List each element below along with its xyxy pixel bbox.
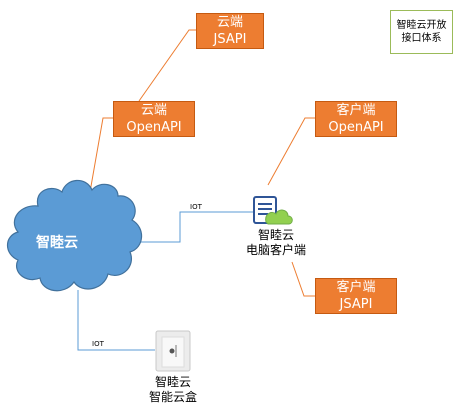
node-client-openapi: 客户端 OpenAPI: [315, 101, 397, 137]
connector-client-to-client-openapi: [267, 117, 315, 186]
connector-iot-pc: [120, 211, 254, 243]
node-cloud-openapi-line1: 云端: [140, 103, 167, 118]
connector-cloud-to-openapi: [89, 117, 113, 193]
connector-openapi-to-jsapi: [138, 29, 196, 102]
edge-iot-pc-label: IOT: [190, 203, 202, 211]
node-cloud-jsapi: 云端 JSAPI: [196, 13, 264, 49]
node-cloud-main-label: 智睦云: [36, 235, 78, 251]
legend-note-line1: 智睦云开放: [396, 20, 447, 31]
legend-note: 智睦云开放 接口体系: [390, 10, 453, 54]
node-pc-client-label: 智睦云 电脑客户端: [236, 228, 316, 258]
node-client-jsapi: 客户端 JSAPI: [315, 278, 397, 314]
node-cloud-openapi-line2: OpenAPI: [126, 120, 182, 135]
connector-iot-box: [77, 290, 155, 351]
node-client-openapi-line2: OpenAPI: [328, 120, 384, 135]
node-client-openapi-line1: 客户端: [336, 103, 376, 118]
legend-note-line2: 接口体系: [401, 33, 442, 44]
node-cloud-jsapi-line2: JSAPI: [213, 32, 247, 47]
node-client-jsapi-line2: JSAPI: [339, 297, 373, 312]
node-pc-client-line1: 智睦云: [257, 228, 294, 242]
edge-iot-box-label: IOT: [92, 340, 104, 348]
node-cloud-jsapi-line1: 云端: [216, 15, 243, 30]
connector-client-to-client-jsapi: [291, 261, 315, 297]
cloud-box-device-icon: [155, 330, 191, 372]
node-pc-client-line2: 电脑客户端: [245, 243, 306, 257]
node-client-jsapi-line1: 客户端: [336, 280, 376, 295]
node-cloud-box-label: 智睦云 智能云盒: [138, 375, 208, 405]
node-cloud-box-line2: 智能云盒: [148, 390, 197, 404]
pc-client-icon: [253, 196, 293, 225]
cloud-shape: [6, 179, 143, 292]
node-cloud-openapi: 云端 OpenAPI: [113, 101, 195, 137]
node-cloud-box-line1: 智睦云: [154, 375, 191, 389]
